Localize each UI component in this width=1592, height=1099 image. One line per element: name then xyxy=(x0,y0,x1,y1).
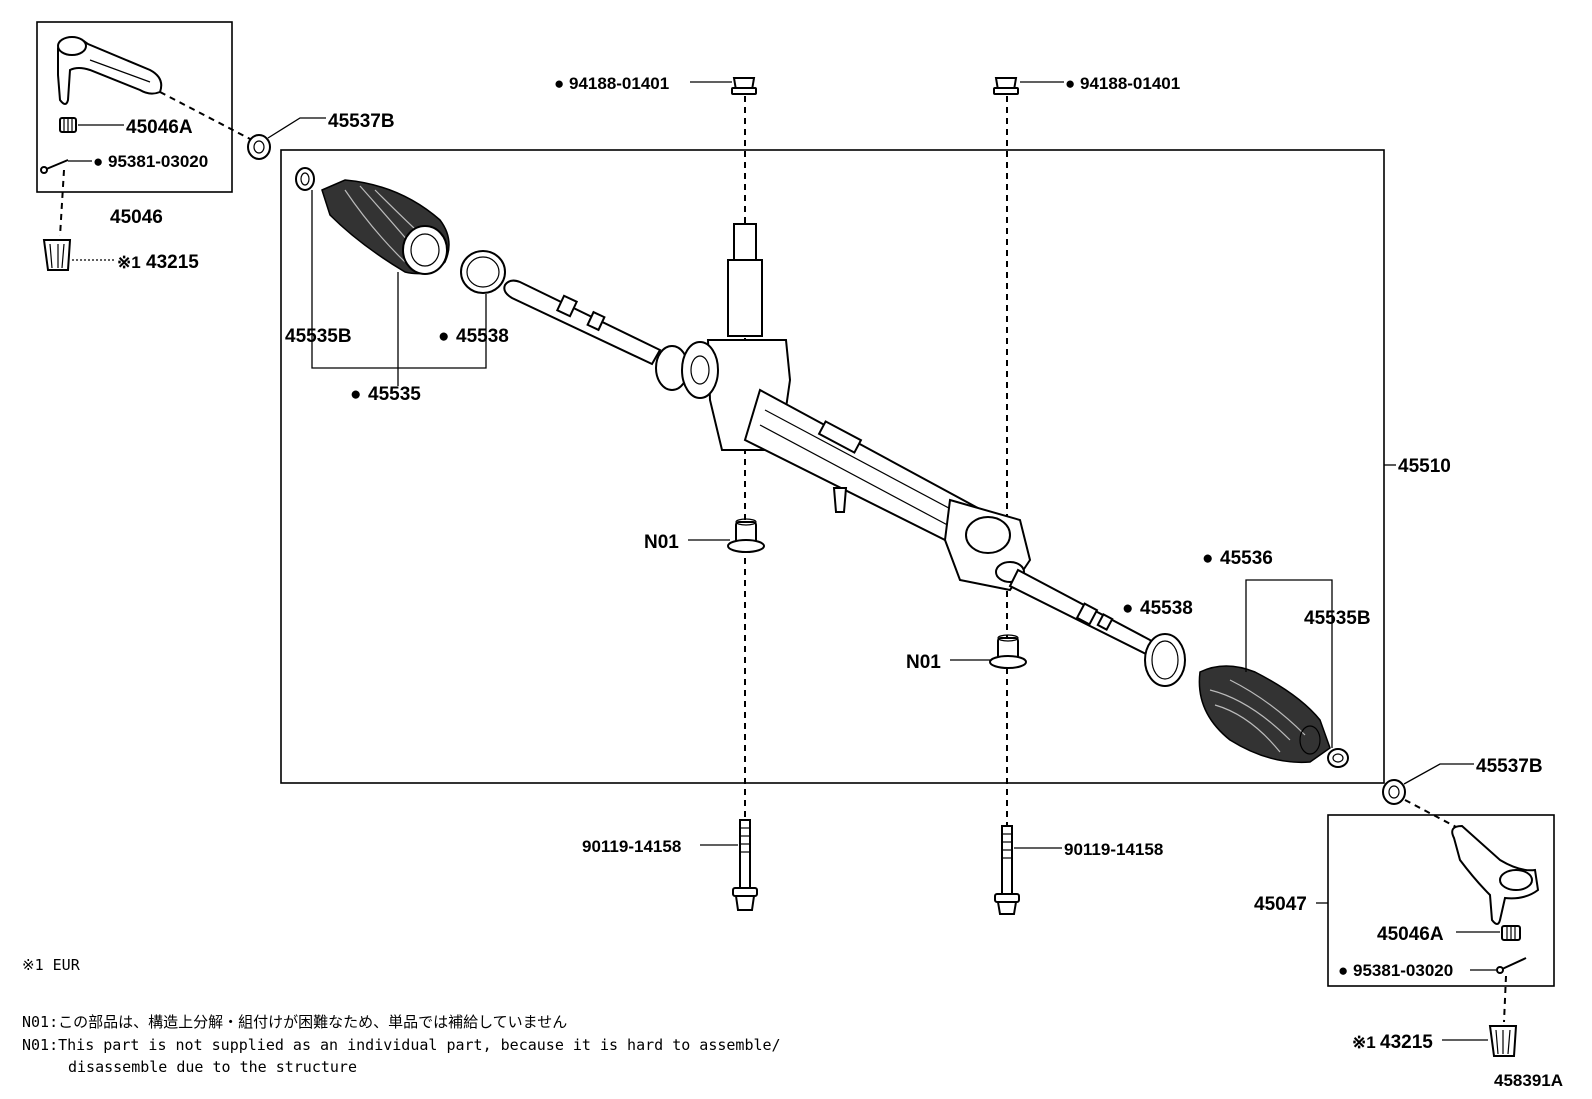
boot-kit-right-label[interactable]: 45536 xyxy=(1220,548,1273,569)
castle-nut-right xyxy=(1501,925,1521,941)
boot-kit-left-mark: ● xyxy=(350,384,361,405)
gear-assembly-label[interactable]: 45510 xyxy=(1398,456,1451,477)
bolt-right xyxy=(994,825,1020,915)
boot-clamp-right xyxy=(1327,748,1349,768)
clip-left-mark: ● xyxy=(438,326,449,347)
cotter-pin-right-label[interactable]: 95381-03020 xyxy=(1353,961,1453,980)
lock-nut-right xyxy=(1382,779,1406,805)
boot-clamp-right-label[interactable]: 45535B xyxy=(1304,608,1371,629)
nut-left-mark: ● xyxy=(554,74,564,93)
boot-clamp-left xyxy=(295,167,315,191)
lock-nut-right-leader xyxy=(1403,763,1474,785)
nut-right xyxy=(993,77,1019,95)
clip-left-label[interactable]: 45538 xyxy=(456,326,509,347)
tie-rod-end-left-label[interactable]: 45046 xyxy=(110,207,163,228)
eur-nut-left xyxy=(42,239,72,271)
eur-nut-right-label[interactable]: 43215 xyxy=(1380,1032,1433,1053)
clip-right-mark: ● xyxy=(1122,598,1133,619)
clip-right-label[interactable]: 45538 xyxy=(1140,598,1193,619)
boot-right xyxy=(1198,665,1331,764)
eur-note: ※1 EUR xyxy=(22,956,81,974)
boot-kit-right-bracket xyxy=(1245,579,1333,748)
eur-nut-left-dash xyxy=(59,169,65,237)
jp-note: N01:この部品は、構造上分解・組付けが困難なため、単品では補給していません xyxy=(22,1013,567,1031)
boot-left xyxy=(321,179,450,275)
bushing-left-label[interactable]: N01 xyxy=(644,532,679,553)
cotter-pin-left-label[interactable]: 95381-03020 xyxy=(108,152,208,171)
cotter-pin-left xyxy=(40,159,69,174)
lock-nut-left-label[interactable]: 45537B xyxy=(328,111,395,132)
castle-nut-right-label[interactable]: 45046A xyxy=(1377,924,1444,945)
cotter-pin-right xyxy=(1496,957,1527,974)
tie-rod-end-left-drawing xyxy=(57,36,163,105)
nut-right-mark: ● xyxy=(1065,74,1075,93)
castle-nut-left-label[interactable]: 45046A xyxy=(126,117,193,138)
lock-nut-left-leader xyxy=(267,117,326,139)
eur-nut-right-dash xyxy=(1503,975,1507,1023)
en-note-line-1: N01:This part is not supplied as an indi… xyxy=(22,1036,781,1054)
bushing-right xyxy=(989,634,1027,669)
nut-right-label[interactable]: 94188-01401 xyxy=(1080,74,1180,93)
lock-nut-left xyxy=(247,134,271,160)
bolt-left-label[interactable]: 90119-14158 xyxy=(582,837,681,856)
bushing-left xyxy=(727,518,765,553)
boot-kit-left-bracket xyxy=(311,190,487,369)
cotter-pin-left-mark: ● xyxy=(93,152,103,171)
castle-nut-left xyxy=(59,117,77,133)
boot-clamp-left-label[interactable]: 45535B xyxy=(285,326,352,347)
bushing-right-label[interactable]: N01 xyxy=(906,652,941,673)
gear-assembly-frame xyxy=(280,149,1385,784)
cotter-pin-right-mark: ● xyxy=(1338,961,1348,980)
eur-nut-left-mark: ※1 xyxy=(117,253,141,272)
tie-rod-end-right-drawing xyxy=(1451,824,1540,925)
tie-rod-end-right-label[interactable]: 45047 xyxy=(1254,894,1307,915)
nut-left xyxy=(731,77,757,95)
clip-left xyxy=(460,250,506,294)
bolt-left xyxy=(732,819,758,911)
eur-nut-left-label[interactable]: 43215 xyxy=(146,252,199,273)
boot-kit-right-mark: ● xyxy=(1202,548,1213,569)
bolt-right-label[interactable]: 90119-14158 xyxy=(1064,840,1163,859)
tie-rod-end-right-frame xyxy=(1327,814,1555,987)
boot-kit-left-label[interactable]: 45535 xyxy=(368,384,421,405)
steering-rack xyxy=(503,223,1155,658)
nut-left-label[interactable]: 94188-01401 xyxy=(569,74,669,93)
en-note-line-2: disassemble due to the structure xyxy=(68,1058,357,1076)
eur-nut-right xyxy=(1488,1025,1518,1057)
illustration-id: 458391A xyxy=(1494,1071,1563,1090)
clip-right xyxy=(1144,633,1186,687)
tie-rod-end-left-frame xyxy=(36,21,233,193)
tie-rod-right-dash xyxy=(1404,799,1459,829)
eur-nut-right-mark: ※1 xyxy=(1352,1033,1376,1052)
lock-nut-right-label[interactable]: 45537B xyxy=(1476,756,1543,777)
